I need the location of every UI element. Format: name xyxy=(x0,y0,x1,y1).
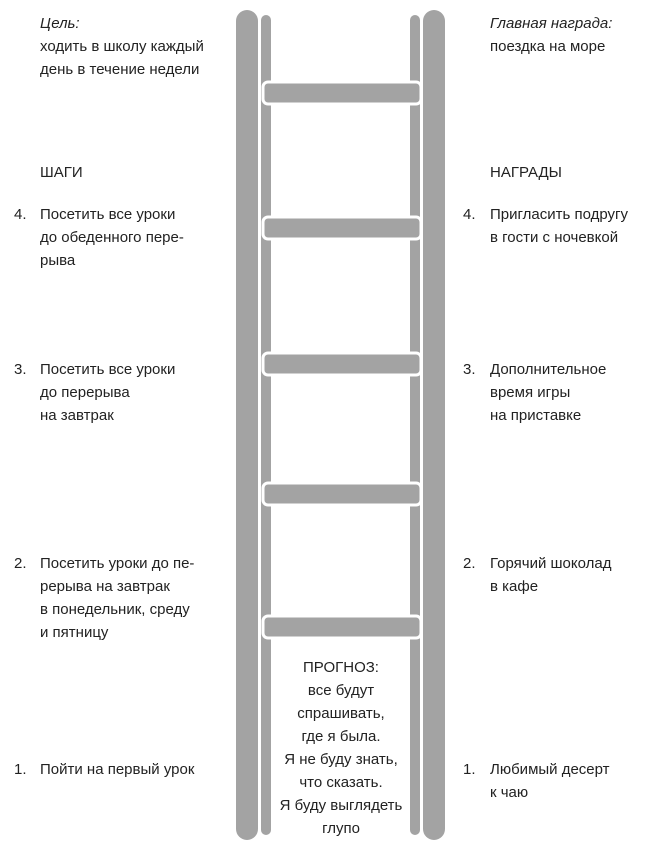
step-text-line: рыва xyxy=(40,252,76,269)
step-number: 4. xyxy=(14,206,27,223)
forecast-text-line: что сказать. xyxy=(299,774,383,791)
step-number: 2. xyxy=(14,555,27,572)
reward-number: 1. xyxy=(463,761,476,778)
forecast-text-line: глупо xyxy=(322,820,360,837)
reward-text-line: в кафе xyxy=(490,578,539,595)
forecast-text-line: все будут xyxy=(307,682,375,699)
step-text-line: Посетить все уроки xyxy=(40,361,176,378)
reward-text-line: Любимый десерт xyxy=(490,761,610,778)
step-text-line: рерыва на завтрак xyxy=(40,578,170,595)
left-rail-inner xyxy=(261,15,271,835)
step-text-line: в понедельник, среду xyxy=(40,601,190,618)
reward-text-line: Пригласить подругу xyxy=(490,206,629,223)
step-text-line: Посетить все уроки xyxy=(40,206,176,223)
reward-text-line: к чаю xyxy=(490,784,529,801)
step-text-line: до обеденного пере- xyxy=(40,229,184,246)
step-text-line: на завтрак xyxy=(40,407,114,424)
forecast-text-line: где я была. xyxy=(301,728,381,745)
step-number: 3. xyxy=(14,361,27,378)
reward-text-line: Дополнительное xyxy=(490,361,607,378)
reward-number: 2. xyxy=(463,555,476,572)
ladder-rung xyxy=(261,351,423,377)
reward-number: 3. xyxy=(463,361,476,378)
reward-number: 4. xyxy=(463,206,476,223)
step-text-line: Посетить уроки до пе- xyxy=(40,555,195,572)
reward-text-line: в гости с ночевкой xyxy=(490,229,619,246)
forecast-text-line: Я буду выглядеть xyxy=(279,797,403,814)
rewards-heading: НАГРАДЫ xyxy=(490,164,562,181)
ladder-rung xyxy=(261,614,423,640)
ladder-rung xyxy=(261,80,423,106)
main-reward-label: Главная награда: xyxy=(490,15,613,32)
forecast-text-line: Я не буду знать, xyxy=(284,751,398,768)
steps-heading: ШАГИ xyxy=(40,164,83,181)
right-rail-outer xyxy=(423,10,445,840)
goal-label: Цель: xyxy=(40,15,80,32)
forecast-label: ПРОГНОЗ: xyxy=(303,659,379,676)
reward-text-line: на приставке xyxy=(490,407,582,424)
goal-text-line: ходить в школу каждый xyxy=(40,38,204,55)
reward-text-line: время игры xyxy=(490,384,571,401)
left-rail-outer xyxy=(236,10,258,840)
step-number: 1. xyxy=(14,761,27,778)
main-reward-text: поездка на море xyxy=(490,38,606,55)
right-rail-inner xyxy=(410,15,420,835)
ladder-rung xyxy=(261,481,423,507)
forecast-text-line: спрашивать, xyxy=(297,705,385,722)
step-text-line: до перерыва xyxy=(40,384,130,401)
ladder-rung xyxy=(261,215,423,241)
step-text-line: и пятницу xyxy=(40,624,109,641)
step-text-line: Пойти на первый урок xyxy=(40,761,195,778)
goal-text-line: день в течение недели xyxy=(40,61,200,78)
reward-text-line: Горячий шоколад xyxy=(490,555,612,572)
